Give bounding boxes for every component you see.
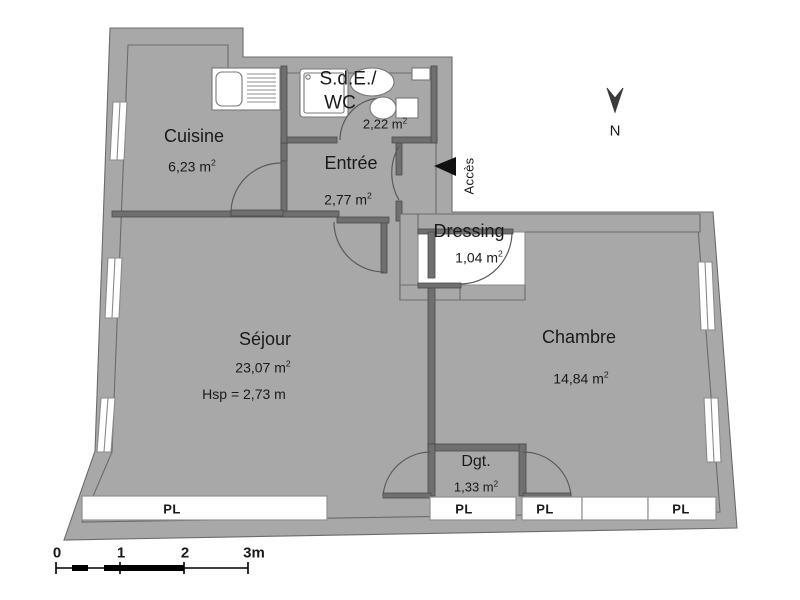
north-label: N <box>609 122 621 140</box>
scale-tick-2: 2 <box>180 544 190 562</box>
door-arc-entry <box>391 145 400 201</box>
room-label-dgt: Dgt. <box>461 453 491 470</box>
room-area-sejour: 23,07 m2 <box>235 358 291 376</box>
window-right-lower-stroke <box>703 397 722 463</box>
partition-entree-bottom-left <box>336 216 390 224</box>
dgt-wall-right <box>518 443 527 497</box>
bathroom-cabinet-icon <box>411 67 431 81</box>
dressing-door-jamb-bottom <box>417 282 462 289</box>
closet-label-pl-dgt-right: PL <box>536 501 554 517</box>
door-arc-dgt-right <box>522 451 572 497</box>
room-area-dgt: 1,33 m2 <box>453 479 499 495</box>
room-area-sde-wc: 2,22 m2 <box>362 116 408 132</box>
dressing-door-jamb-top <box>417 228 514 235</box>
window-left-upper-stroke <box>109 101 128 161</box>
room-area-chambre: 14,84 m2 <box>553 369 609 387</box>
room-label-sde-wc: S.d.E./ <box>319 68 377 90</box>
dgt-wall-left <box>427 443 436 497</box>
closet-pl-chambre <box>647 496 717 521</box>
partition-sde-entree <box>280 136 338 144</box>
room-area-dressing: 1,04 m2 <box>455 248 503 266</box>
closet-label-pl-dgt-left: PL <box>455 501 473 517</box>
room-hsp-sejour: Hsp = 2,73 m <box>202 386 286 402</box>
door-arc-sde <box>339 97 383 141</box>
scale-tick-1: 1 <box>116 544 126 562</box>
door-arc-entree-sejour <box>333 221 385 273</box>
partition-sde-left <box>280 65 288 144</box>
partition-entree-right <box>395 142 403 176</box>
room-label-dressing: Dressing <box>433 221 505 241</box>
room-label-sde-wc-line2: WC <box>324 92 356 114</box>
partition-entree-sejour-v <box>380 222 388 274</box>
door-arc-dressing <box>459 231 513 285</box>
kitchen-sink-basin <box>215 71 243 107</box>
dgt-wall-top <box>427 443 527 452</box>
room-area-entree: 2,77 m2 <box>324 190 372 208</box>
scale-tick-0: 0 <box>52 544 62 562</box>
dgt-opening-left-jamb <box>382 492 432 499</box>
closet-label-pl-sejour: PL <box>163 501 181 517</box>
kitchen-drainboard-icon <box>247 73 276 103</box>
closet-pl-sejour <box>81 495 328 521</box>
window-left-mid-stroke <box>104 257 123 319</box>
door-arc-dgt-left <box>382 451 432 497</box>
door-arc-cuisine <box>230 162 282 214</box>
partition-sde-right <box>430 65 438 144</box>
scale-bar <box>55 562 249 574</box>
room-label-chambre: Chambre <box>541 327 617 347</box>
partition-entree-bottom-left2 <box>280 210 340 218</box>
toilet-cistern-icon <box>395 97 419 119</box>
window-right-upper-stroke <box>697 261 716 331</box>
room-area-cuisine: 6,23 m2 <box>168 157 216 175</box>
dressing-interior <box>418 232 525 285</box>
partition-sejour-chambre-upper <box>427 231 436 279</box>
access-label: Accès <box>461 157 477 195</box>
room-label-entree: Entrée <box>324 153 378 173</box>
partition-sejour-chambre <box>427 287 436 451</box>
door-jamb-cuisine-bottom <box>230 209 284 217</box>
partition-sde-entree-right <box>391 136 438 144</box>
shower-tray-inner <box>303 72 345 114</box>
closet-label-pl-chambre: PL <box>672 501 690 517</box>
room-label-sejour: Séjour <box>238 329 292 349</box>
window-left-lower-stroke <box>96 397 116 453</box>
closet-pl-dgt-left <box>429 496 517 521</box>
north-arrow-icon <box>606 87 624 114</box>
scale-tick-3: 3m <box>243 544 265 562</box>
closet-plain-middle <box>581 496 649 521</box>
washbasin-icon <box>349 67 395 97</box>
partition-entree-right-lower <box>395 200 403 222</box>
shower-drain-icon <box>305 74 311 80</box>
access-arrow-icon <box>434 157 456 176</box>
room-label-cuisine: Cuisine <box>163 126 225 146</box>
